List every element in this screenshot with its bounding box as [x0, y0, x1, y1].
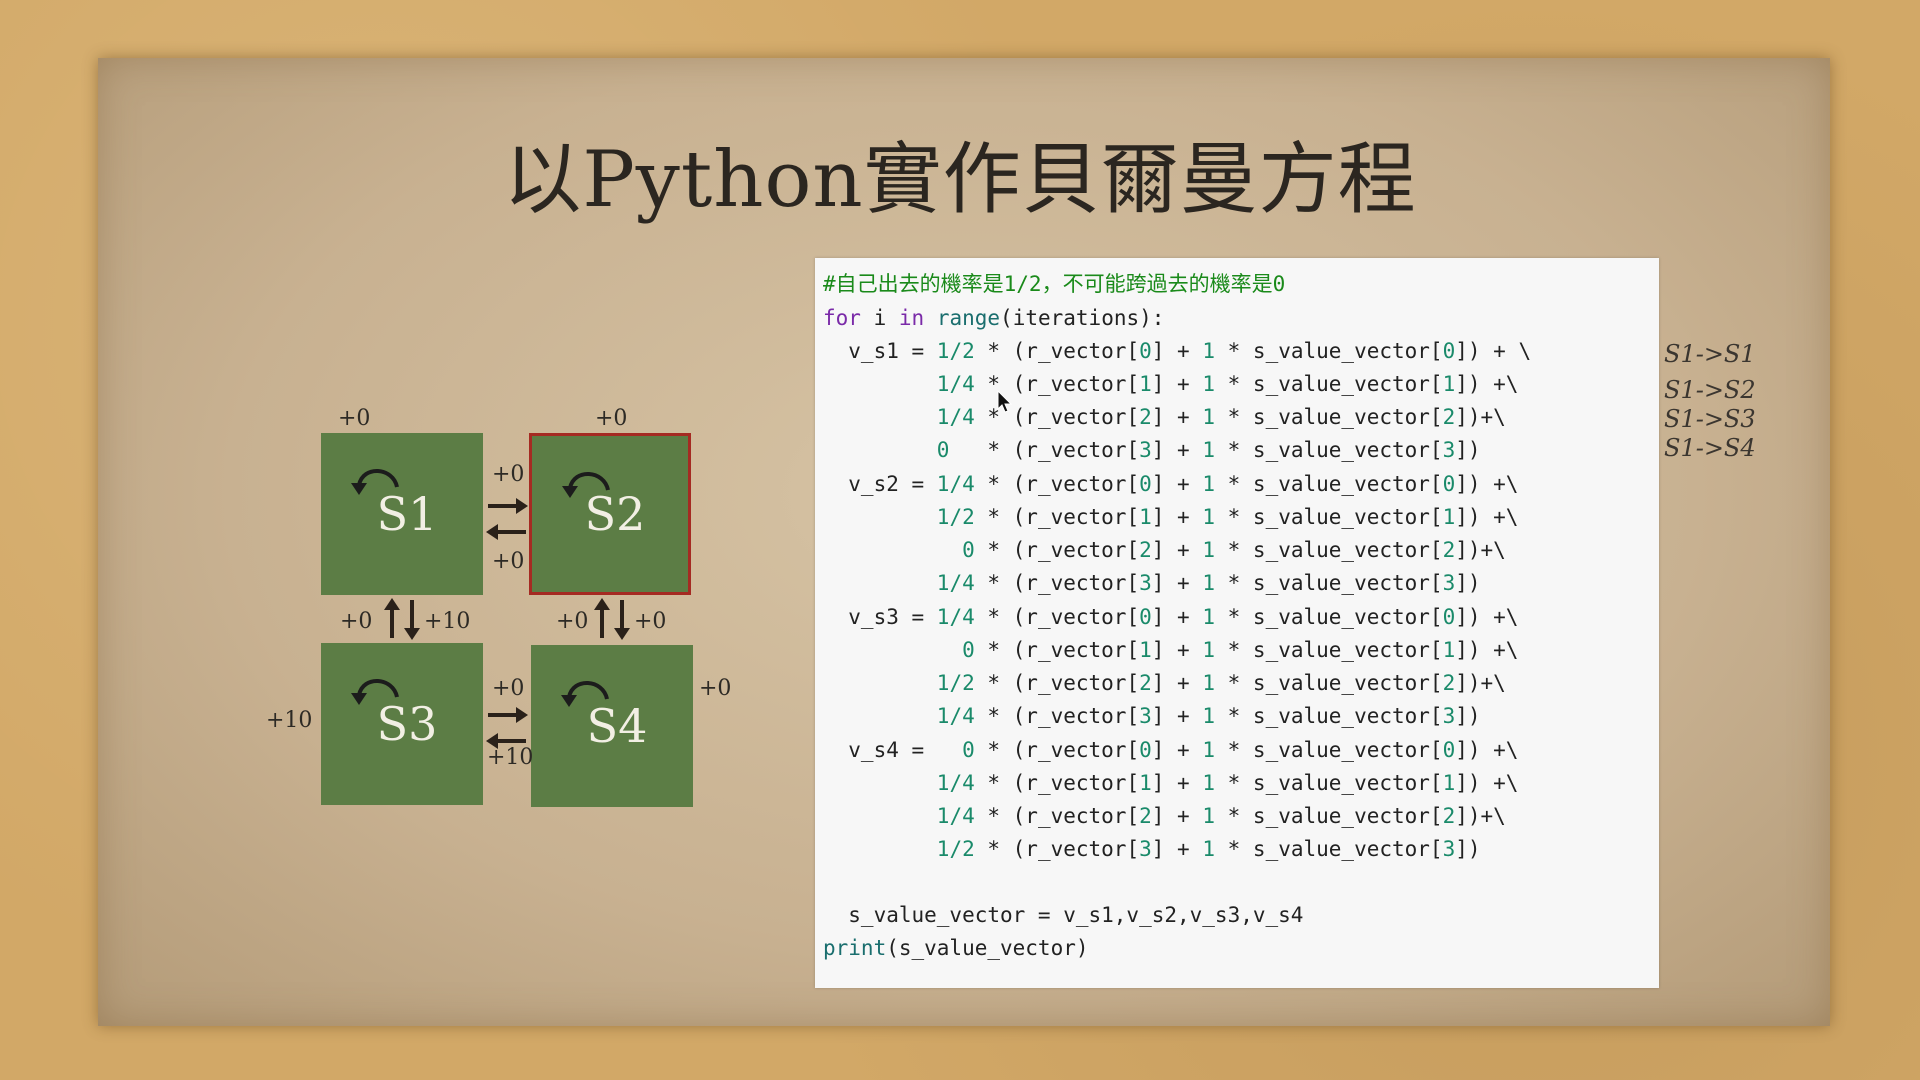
code-line: 0 * (r_vector[2] + 1 * s_value_vector[2]…	[962, 538, 1506, 562]
transition-label: S1->S2	[1664, 376, 1756, 404]
reward-s3-left: +10	[266, 708, 313, 733]
transition-arrow-icon	[594, 598, 630, 640]
code-line: 1/4 * (r_vector[3] + 1 * s_value_vector[…	[936, 704, 1481, 728]
code-line: v_s4 = 0 * (r_vector[0] + 1 * s_value_ve…	[823, 738, 1519, 762]
self-loop-arrow-icon	[351, 469, 399, 495]
reward-s3-to-s4: +0	[492, 676, 525, 701]
reward-s1-to-s2: +0	[492, 462, 525, 487]
code-line: 1/4 * (r_vector[1] + 1 * s_value_vector[…	[936, 771, 1519, 795]
code-line: v_s2 = 1/4 * (r_vector[0] + 1 * s_value_…	[823, 472, 1519, 496]
reward-s1-to-s3: +0	[340, 609, 373, 634]
code-line: for i in range(iterations):	[823, 306, 1165, 330]
reward-s1-top: +0	[338, 406, 371, 431]
code-line: 1/4 * (r_vector[2] + 1 * s_value_vector[…	[936, 405, 1506, 429]
code-line: 0 * (r_vector[3] + 1 * s_value_vector[3]…	[936, 438, 1481, 462]
reward-s2-to-s1: +0	[492, 549, 525, 574]
code-line: 1/4 * (r_vector[1] + 1 * s_value_vector[…	[936, 372, 1519, 396]
transition-label: S1->S4	[1664, 434, 1756, 462]
reward-s2-to-s4: +0	[556, 609, 589, 634]
state-label: S2	[584, 487, 646, 541]
state-s2: S2	[529, 433, 691, 595]
transition-arrow-icon	[486, 498, 528, 540]
state-s3: S3	[321, 643, 483, 805]
reward-s4-right: +0	[699, 676, 732, 701]
state-label: S1	[376, 487, 438, 541]
state-s4: S4	[531, 645, 693, 807]
slide-title: 以Python實作貝爾曼方程	[503, 135, 1417, 225]
state-label: S3	[376, 697, 438, 751]
code-line: 1/4 * (r_vector[3] + 1 * s_value_vector[…	[936, 571, 1481, 595]
reward-s3-to-s1: +10	[424, 609, 471, 634]
state-label: S4	[586, 699, 648, 753]
code-line: 1/2 * (r_vector[2] + 1 * s_value_vector[…	[936, 671, 1506, 695]
self-loop-arrow-icon	[561, 681, 609, 707]
code-line: s_value_vector = v_s1,v_s2,v_s3,v_s4	[823, 903, 1304, 927]
code-line: print(s_value_vector)	[823, 936, 1089, 960]
mouse-cursor-icon	[997, 390, 1013, 413]
reward-s4-to-s3: +10	[487, 745, 534, 770]
state-s1: S1	[321, 433, 483, 595]
transition-arrow-icon	[486, 707, 528, 749]
code-panel: #自己出去的機率是1/2，不可能跨過去的機率是0 for i in range(…	[815, 258, 1659, 988]
code-line: v_s1 = 1/2 * (r_vector[0] + 1 * s_value_…	[823, 339, 1532, 363]
code-line: v_s3 = 1/4 * (r_vector[0] + 1 * s_value_…	[823, 605, 1519, 629]
code-line: 1/2 * (r_vector[1] + 1 * s_value_vector[…	[936, 505, 1519, 529]
code-line: 1/2 * (r_vector[3] + 1 * s_value_vector[…	[936, 837, 1481, 861]
transition-label: S1->S1	[1664, 340, 1756, 368]
code-comment: #自己出去的機率是1/2，不可能跨過去的機率是0	[823, 272, 1286, 296]
reward-s4-to-s2: +0	[634, 609, 667, 634]
code-line: 0 * (r_vector[1] + 1 * s_value_vector[1]…	[962, 638, 1519, 662]
self-loop-arrow-icon	[351, 679, 399, 705]
transition-arrow-icon	[384, 598, 420, 640]
code-line: 1/4 * (r_vector[2] + 1 * s_value_vector[…	[936, 804, 1506, 828]
self-loop-arrow-icon	[562, 472, 610, 498]
transition-label: S1->S3	[1664, 405, 1756, 433]
reward-s2-top: +0	[595, 406, 628, 431]
